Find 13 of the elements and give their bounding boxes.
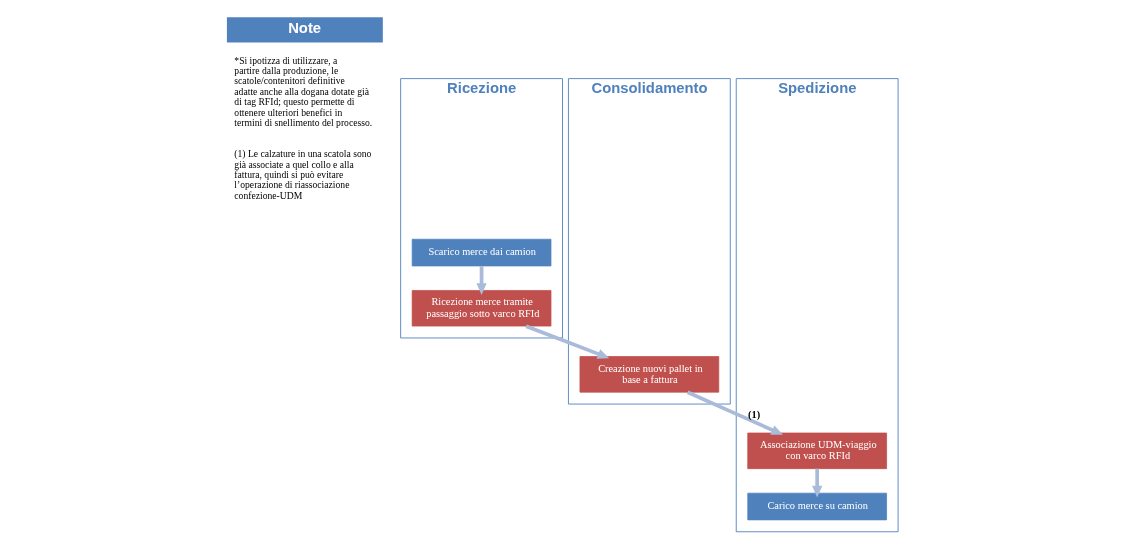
arrow <box>686 390 783 435</box>
arrow <box>476 266 487 295</box>
arrow <box>812 468 823 498</box>
node-label: *Si ipotizza di utilizzare, a partire dalla produzione, le scatole/contenitori definitive adatte anche alla dogana dotate già di tag RFId; questo permette di ottenere ulteriori benefici in termini di snellimento del processo. <box>234 54 373 128</box>
node-box: Note <box>226 17 383 43</box>
node-box: Associazione UDM-viaggio con varco RFId <box>747 432 887 469</box>
node-box: Ricezione merce tramite passaggio sotto varco RFId <box>411 290 552 327</box>
node-box: Creazione nuovi pallet in base a fattura <box>579 356 720 393</box>
node-box: Carico merce su camion <box>747 492 887 521</box>
node-box: Scarico merce dai camion <box>411 238 552 267</box>
node-label: (1) Le calzature in una scatola sono già associate a quel collo e alla fattura, quindi si può evitare l’operazione di riassociazione confezione-UDM <box>234 148 372 201</box>
edge-label: (1) <box>748 408 761 420</box>
arrow <box>525 324 610 359</box>
